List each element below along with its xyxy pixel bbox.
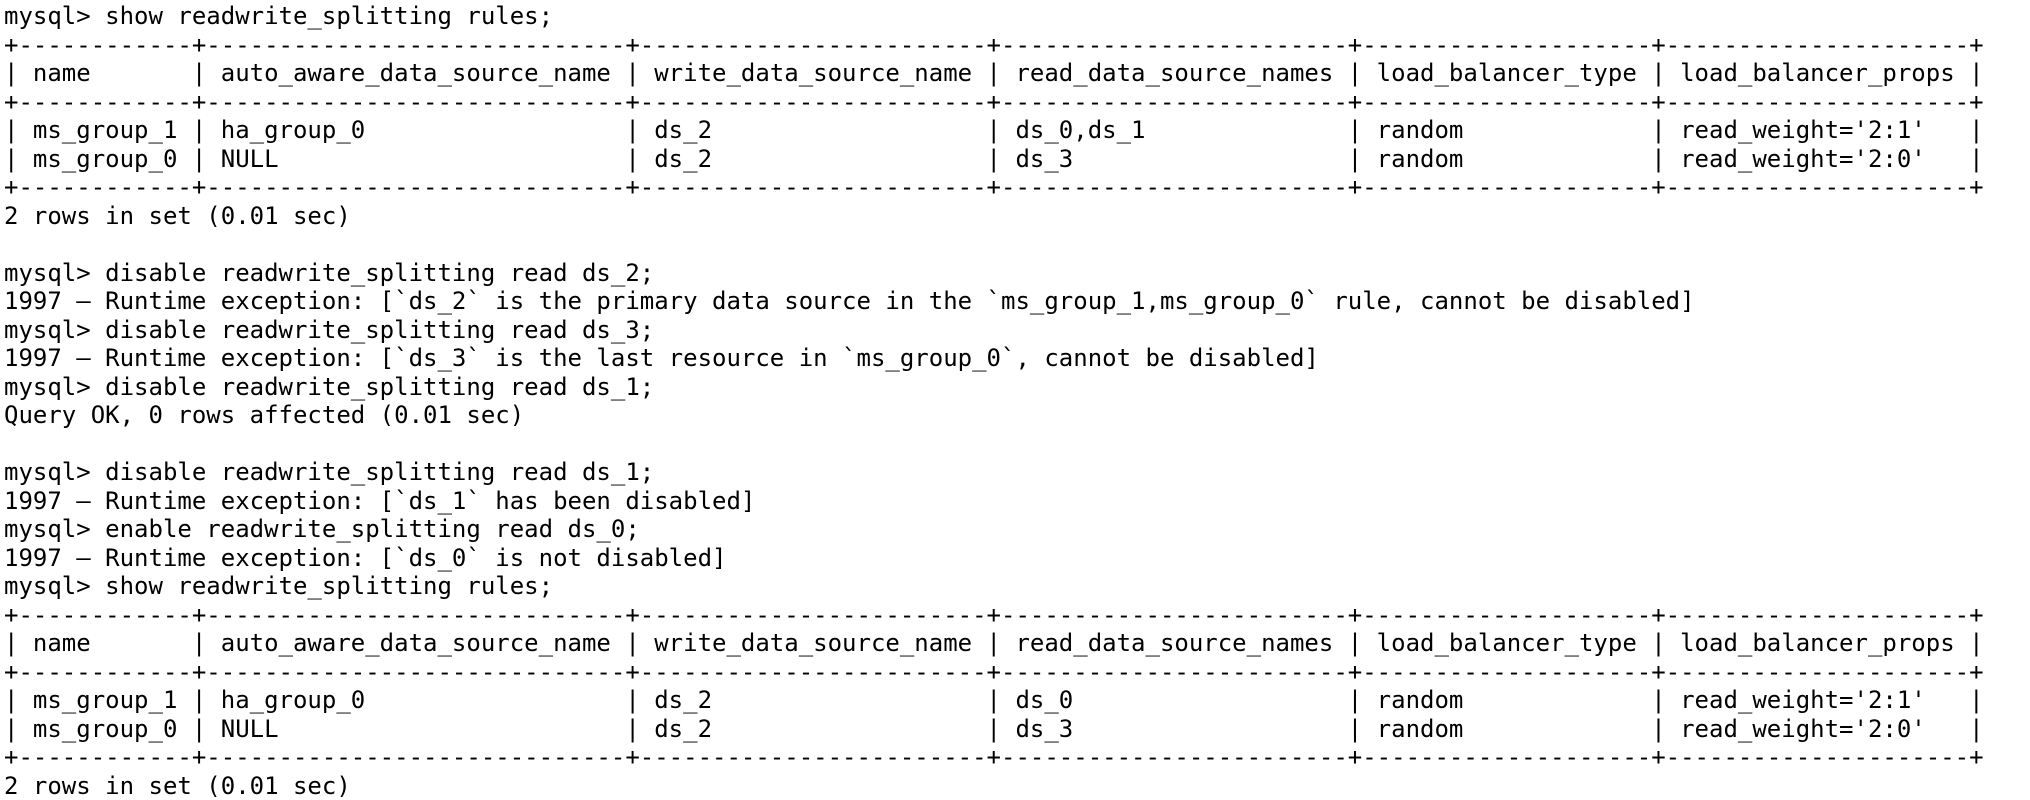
command-line: mysql> disable readwrite_splitting read … <box>4 315 655 344</box>
command-line: mysql> show readwrite_splitting rules; <box>4 572 554 600</box>
table-border-line: +------------+--------------------------… <box>4 87 1984 116</box>
result-line: 2 rows in set (0.01 sec) <box>4 201 351 230</box>
table-row-line: | ms_group_1 | ha_group_0 | ds_2 | ds_0,… <box>4 116 1984 144</box>
table-border-line: +------------+--------------------------… <box>4 30 1984 59</box>
table-row-line: | ms_group_1 | ha_group_0 | ds_2 | ds_0 … <box>4 686 1984 714</box>
blank-line <box>4 230 2030 259</box>
command-line: mysql> disable readwrite_splitting read … <box>4 458 655 486</box>
table-row-line: | ms_group_0 | NULL | ds_2 | ds_3 | rand… <box>4 144 1984 173</box>
result-line: 2 rows in set (0.01 sec) <box>4 771 351 800</box>
blank-line <box>4 430 2030 459</box>
error-line: 1997 – Runtime exception: [`ds_0` is not… <box>4 543 727 572</box>
command-line: mysql> show readwrite_splitting rules; <box>4 2 554 30</box>
error-line: 1997 – Runtime exception: [`ds_1` has be… <box>4 486 756 515</box>
command-line: mysql> enable readwrite_splitting read d… <box>4 515 640 543</box>
command-line: mysql> disable readwrite_splitting read … <box>4 258 655 287</box>
result-line: Query OK, 0 rows affected (0.01 sec) <box>4 401 525 429</box>
table-border-line: +------------+--------------------------… <box>4 657 1984 686</box>
table-row-line: | ms_group_0 | NULL | ds_2 | ds_3 | rand… <box>4 714 1984 743</box>
command-line: mysql> disable readwrite_splitting read … <box>4 372 655 401</box>
table-border-line: +------------+--------------------------… <box>4 743 1984 771</box>
table-header-line: | name | auto_aware_data_source_name | w… <box>4 59 1984 87</box>
error-line: 1997 – Runtime exception: [`ds_2` is the… <box>4 287 1695 315</box>
error-line: 1997 – Runtime exception: [`ds_3` is the… <box>4 344 1319 372</box>
table-header-line: | name | auto_aware_data_source_name | w… <box>4 629 1984 657</box>
table-border-line: +------------+--------------------------… <box>4 600 1984 629</box>
table-border-line: +------------+--------------------------… <box>4 173 1984 201</box>
